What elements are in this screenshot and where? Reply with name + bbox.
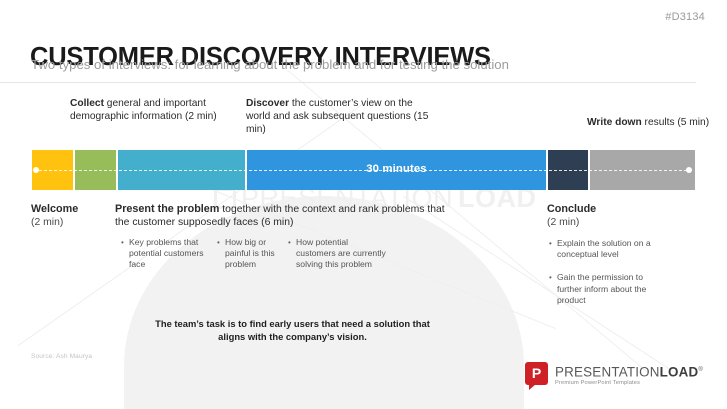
top-label-collect: Collect general and important demographi…	[70, 97, 230, 123]
registered-mark-icon: ®	[698, 367, 703, 373]
list-item-text: Key problems that potential customers fa…	[129, 237, 204, 270]
list-item-text: How big or painful is this problem	[225, 237, 275, 270]
logo-wordmark: PRESENTATIONLOAD®	[555, 363, 703, 379]
section-label-conclude-title: Conclude	[547, 203, 597, 215]
logo-letter: P	[531, 365, 542, 381]
top-label-collect-bold: Collect	[70, 98, 104, 109]
list-item: • Explain the solution on a conceptual l…	[549, 238, 659, 260]
page-subtitle: Two types of interviews: for learning ab…	[31, 57, 509, 72]
top-label-write-down-rest: results (5 min)	[641, 117, 710, 128]
section-label-conclude-duration: (2 min)	[547, 217, 580, 229]
timeline-end-dot	[686, 167, 692, 173]
list-item-text: Explain the solution on a conceptual lev…	[557, 238, 651, 260]
top-label-discover: Discover the customer’s view on the worl…	[246, 97, 436, 137]
logo-tagline: Premium PowerPoint Templates	[555, 380, 641, 387]
speech-bubble-icon: P	[525, 362, 549, 390]
top-label-discover-rest: the customer’s view on the world and ask…	[246, 98, 429, 136]
header-divider	[0, 82, 696, 83]
top-label-write-down-bold: Write down	[587, 117, 642, 128]
section-label-welcome-title: Welcome	[31, 203, 79, 215]
top-label-discover-bold: Discover	[246, 98, 290, 109]
logo-wordmark-bold: LOAD	[659, 364, 699, 380]
page-title: CUSTOMER DISCOVERY INTERVIEWS	[30, 43, 491, 72]
section-label-present-rest: together with the context and rank probl…	[115, 204, 445, 229]
bullet-group-conclude-actions: • Explain the solution on a conceptual l…	[549, 238, 659, 306]
section-label-present-title: Present the problem	[115, 203, 220, 215]
presentationload-logo: P PRESENTATIONLOAD® Premium PowerPoint T…	[525, 362, 703, 390]
bullet-group-current-solutions: • How potential customers are currently …	[288, 237, 388, 271]
section-label-conclude: Conclude (2 min)	[547, 203, 687, 230]
list-item-text: Gain the permission to further inform ab…	[557, 272, 647, 305]
timeline-dashed-line	[34, 170, 692, 171]
bullet-group-how-painful: • How big or painful is this problem	[217, 237, 285, 271]
list-item: • How big or painful is this problem	[217, 237, 285, 271]
team-task-statement: The team’s task is to find early users t…	[155, 318, 430, 342]
bullet-dot-icon: •	[288, 238, 291, 247]
list-item: • How potential customers are currently …	[288, 237, 388, 271]
bullet-dot-icon: •	[121, 238, 124, 247]
logo-wordmark-light: PRESENTATION	[555, 364, 660, 380]
list-item: • Gain the permission to further inform …	[549, 272, 659, 306]
section-label-present-the-problem: Present the problem together with the co…	[115, 203, 455, 230]
top-label-write-down: Write down results (5 min)	[587, 116, 717, 129]
timeline-start-dot	[33, 167, 39, 173]
document-id: #D3134	[665, 11, 705, 23]
section-label-welcome: Welcome (2 min)	[31, 203, 121, 230]
top-label-collect-rest: general and important demographic inform…	[70, 98, 217, 123]
bullet-dot-icon: •	[217, 238, 220, 247]
bullet-dot-icon: •	[549, 273, 552, 283]
source-note: Source: Ash Maurya	[31, 353, 93, 360]
bullet-dot-icon: •	[549, 239, 552, 248]
list-item-text: How potential customers are currently so…	[296, 237, 386, 270]
timeline-duration-label: 30 minutes	[366, 163, 427, 175]
logo-text-block: PRESENTATIONLOAD® Premium PowerPoint Tem…	[555, 362, 703, 387]
bullet-group-key-problems: • Key problems that potential customers …	[121, 237, 213, 271]
section-label-welcome-duration: (2 min)	[31, 217, 64, 229]
list-item: • Key problems that potential customers …	[121, 237, 213, 271]
